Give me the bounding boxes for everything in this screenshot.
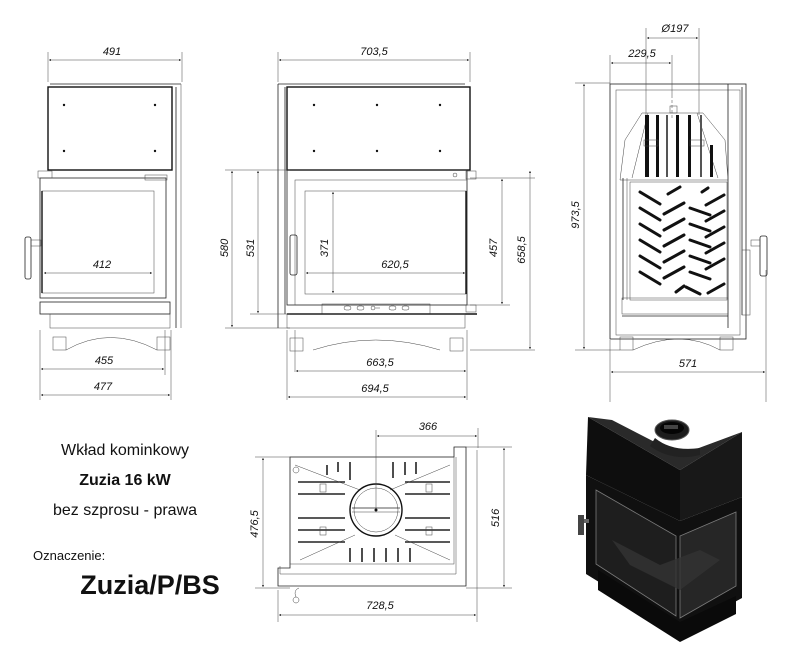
dim-flue-diameter: Ø197 xyxy=(661,23,690,35)
dim-658-5: 658,5 xyxy=(516,235,528,263)
product-type: Wkład kominkowy xyxy=(60,442,190,459)
dim-694-5: 694,5 xyxy=(361,383,389,395)
designation-code: Zuzia/P/BS xyxy=(80,570,220,600)
dim-412: 412 xyxy=(93,259,111,271)
designation-label: Oznaczenie: xyxy=(33,548,106,563)
dim-516: 516 xyxy=(490,508,502,527)
dim-728-5: 728,5 xyxy=(366,600,394,612)
dim-663-5: 663,5 xyxy=(366,357,394,369)
dim-457: 457 xyxy=(488,238,500,257)
dim-477: 477 xyxy=(94,381,113,393)
dim-571: 571 xyxy=(679,358,697,370)
top-view: 366 476,5 516 728,5 xyxy=(249,421,512,622)
product-name: Zuzia 16 kW xyxy=(79,472,171,489)
dim-491: 491 xyxy=(103,46,121,58)
dim-476-5: 476,5 xyxy=(249,509,261,537)
dim-580: 580 xyxy=(219,238,231,257)
dim-455: 455 xyxy=(95,355,114,367)
dim-531: 531 xyxy=(245,239,257,257)
dim-620-5: 620,5 xyxy=(381,259,409,271)
dim-371: 371 xyxy=(319,239,331,257)
side-view-left: 491 412 455 477 xyxy=(24,46,183,400)
dim-229-5: 229,5 xyxy=(627,48,656,60)
front-view: 703,5 580 531 371 620,5 457 658,5 663,5 … xyxy=(219,46,535,400)
dim-703-5: 703,5 xyxy=(360,46,388,58)
dim-366: 366 xyxy=(419,421,438,433)
dim-973-5: 973,5 xyxy=(570,200,582,228)
fireplace-3d-render xyxy=(578,417,742,642)
section-view-right: Ø197 229,5 973,5 571 xyxy=(570,23,768,402)
herringbone-pattern xyxy=(638,185,726,296)
product-variant: bez szprosu - prawa xyxy=(52,502,198,519)
